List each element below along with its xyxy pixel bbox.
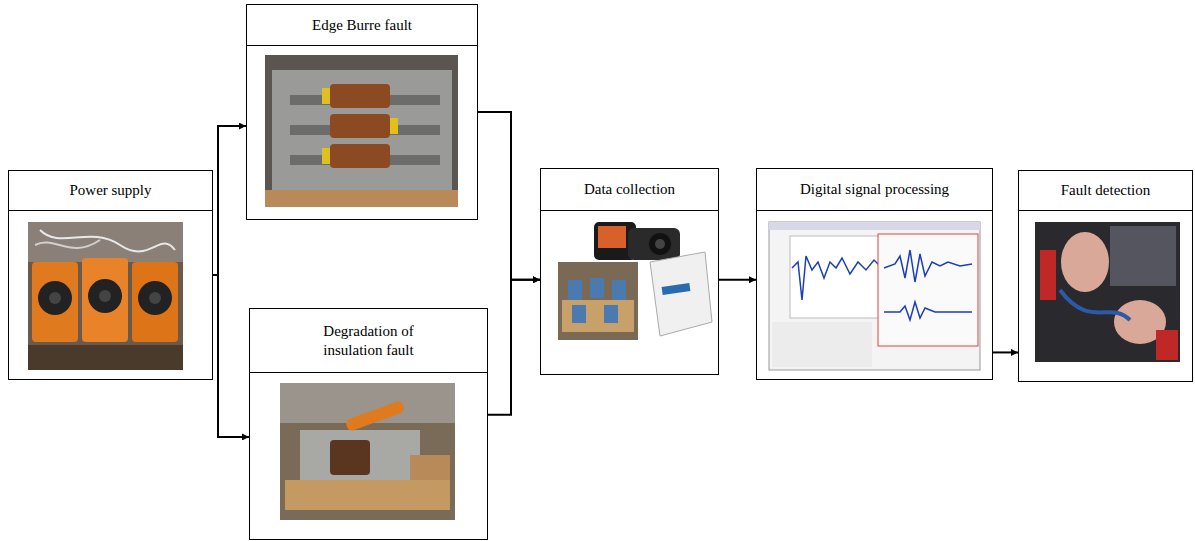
flow-arrow [719, 279, 756, 281]
flow-arrow [213, 126, 246, 275]
box-header: Power supply [9, 171, 212, 211]
transformer-core-photo [265, 55, 458, 207]
data-collection-devices [558, 222, 712, 340]
box-title: Digital signal processing [800, 180, 949, 199]
box-title: Degradation of insulation fault [294, 322, 444, 360]
process-box: Edge Burre fault [246, 4, 478, 220]
flow-arrow [488, 280, 540, 415]
box-title: Data collection [584, 180, 675, 199]
box-title: Edge Burre fault [312, 16, 412, 35]
box-title: Power supply [69, 181, 151, 200]
box-header: Data collection [541, 169, 718, 211]
variac-photo [28, 222, 183, 370]
insulation-test-photo [280, 383, 455, 520]
process-box: Power supply [8, 170, 213, 380]
box-header: Degradation of insulation fault [250, 309, 487, 373]
process-box: Data collection [540, 168, 719, 375]
process-box: Degradation of insulation fault [249, 308, 488, 540]
diagnosis-photo [1035, 222, 1180, 362]
flow-arrow [478, 112, 540, 280]
process-box: Fault detection [1018, 170, 1193, 382]
box-title: Fault detection [1061, 181, 1151, 200]
flow-arrow [993, 351, 1018, 353]
signal-software-screenshot [769, 222, 980, 370]
box-header: Fault detection [1019, 171, 1192, 211]
box-header: Edge Burre fault [247, 5, 477, 46]
process-box: Digital signal processing [756, 168, 993, 380]
flow-arrow [213, 275, 249, 437]
box-header: Digital signal processing [757, 169, 992, 211]
